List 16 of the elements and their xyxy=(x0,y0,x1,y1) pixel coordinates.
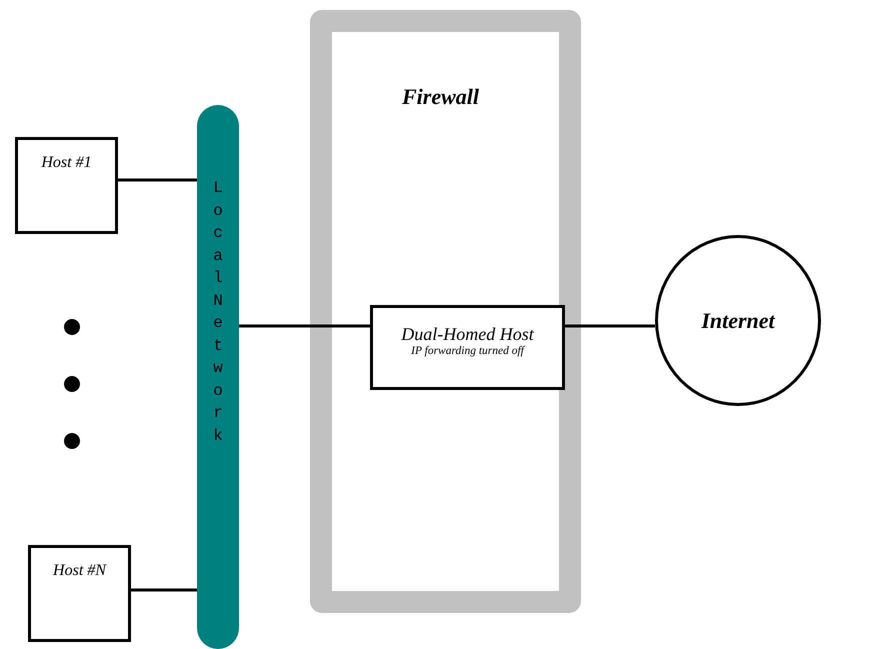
network-bus-bar xyxy=(197,105,239,649)
host-box xyxy=(370,305,565,390)
host-box xyxy=(15,137,118,234)
host-label: Host #1 xyxy=(40,153,93,173)
connector-line xyxy=(118,178,197,182)
band-title: Firewall xyxy=(400,84,480,110)
host-label: Host #N xyxy=(52,561,108,581)
connector-line xyxy=(131,588,197,592)
subtitle: IP forwarding turned off xyxy=(410,345,526,357)
connector-line xyxy=(239,324,370,328)
box-title: Dual-Homed Host xyxy=(400,324,535,345)
connector-line xyxy=(565,324,655,328)
network-label: Local Network xyxy=(213,178,223,446)
host-box xyxy=(28,545,131,642)
cloud-label: Internet xyxy=(701,308,775,334)
firewall-band xyxy=(310,10,581,613)
